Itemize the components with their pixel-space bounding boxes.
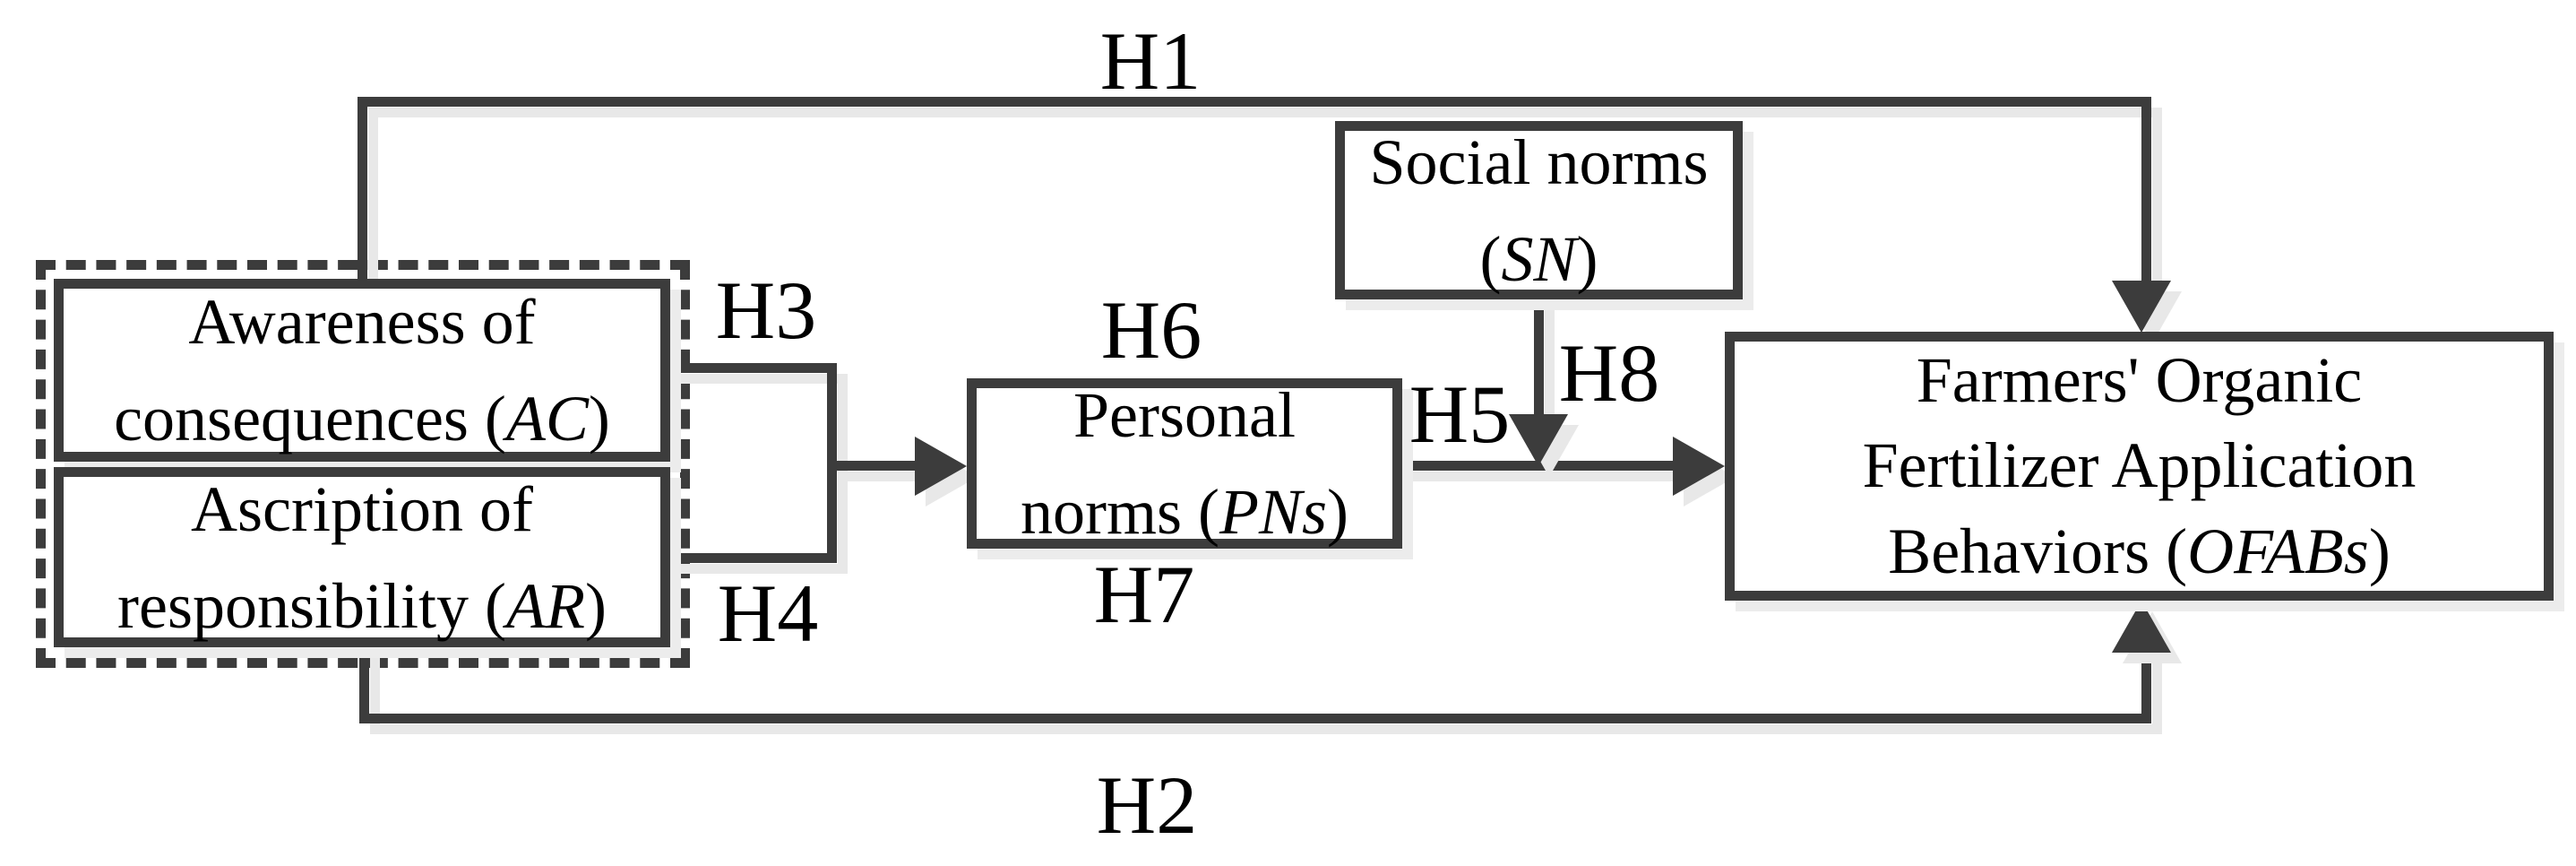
pns-abbr: PNs [1219, 476, 1328, 548]
ofabs-line1: Farmers' Organic [1916, 344, 2363, 417]
h8-arrowhead-down-icon [1509, 414, 1568, 466]
box-awareness-of-consequences: Awareness of consequences (AC) [54, 279, 670, 462]
box-ascription-of-responsibility: Ascription of responsibility (AR) [54, 467, 670, 647]
ofabs-abbr: OFABs [2187, 515, 2369, 587]
label-h6: H6 [1100, 284, 1202, 376]
box-farmers-organic-fertilizer-application-behaviors: Farmers' Organic Fertilizer Application … [1725, 332, 2554, 601]
h8-line-vertical [1534, 299, 1544, 420]
h4-bracket-bottom-line [670, 553, 837, 563]
ofabs-line2: Fertilizer Application [1862, 429, 2417, 502]
label-h3: H3 [715, 264, 817, 356]
label-h8: H8 [1558, 327, 1660, 419]
h1-line-left-vertical [358, 97, 367, 289]
ar-abbr: AR [506, 569, 585, 642]
box-personal-norms: Personal norms (PNs) [967, 378, 1402, 549]
bracket-arrowhead-right-icon [915, 437, 967, 496]
bracket-arrow-stem [831, 461, 921, 471]
sn-line1: Social norms [1369, 126, 1709, 198]
h1-line-horizontal [358, 97, 2151, 107]
h5-arrowhead-right-icon [1673, 437, 1725, 496]
h1-line-right-vertical [2141, 97, 2151, 287]
label-h1: H1 [1099, 15, 1202, 107]
ac-line2: consequences (AC) [114, 383, 610, 455]
ofabs-line3: Behaviors (OFABs) [1888, 515, 2391, 587]
label-h2: H2 [1096, 759, 1198, 851]
h2-arrowhead-up-icon [2112, 601, 2171, 653]
ac-line1: Awareness of [188, 286, 536, 358]
box-social-norms: Social norms (SN) [1335, 121, 1743, 299]
label-h4: H4 [717, 567, 819, 659]
ar-line2: responsibility (AR) [117, 569, 607, 642]
pns-line1: Personal [1073, 379, 1296, 451]
h2-line-left-vertical [359, 642, 369, 723]
h3-bracket-top-line [670, 363, 837, 373]
sn-line2: (SN) [1479, 222, 1598, 295]
pns-line2: norms (PNs) [1021, 476, 1348, 548]
ar-line1: Ascription of [191, 472, 533, 545]
h2-line-horizontal [359, 714, 2151, 723]
h1-arrowhead-down-icon [2112, 281, 2171, 333]
label-h7: H7 [1093, 549, 1195, 640]
ac-abbr: AC [505, 383, 589, 455]
label-h5: H5 [1409, 368, 1511, 460]
h2-line-right-vertical [2141, 649, 2151, 723]
sn-abbr: SN [1501, 222, 1577, 295]
